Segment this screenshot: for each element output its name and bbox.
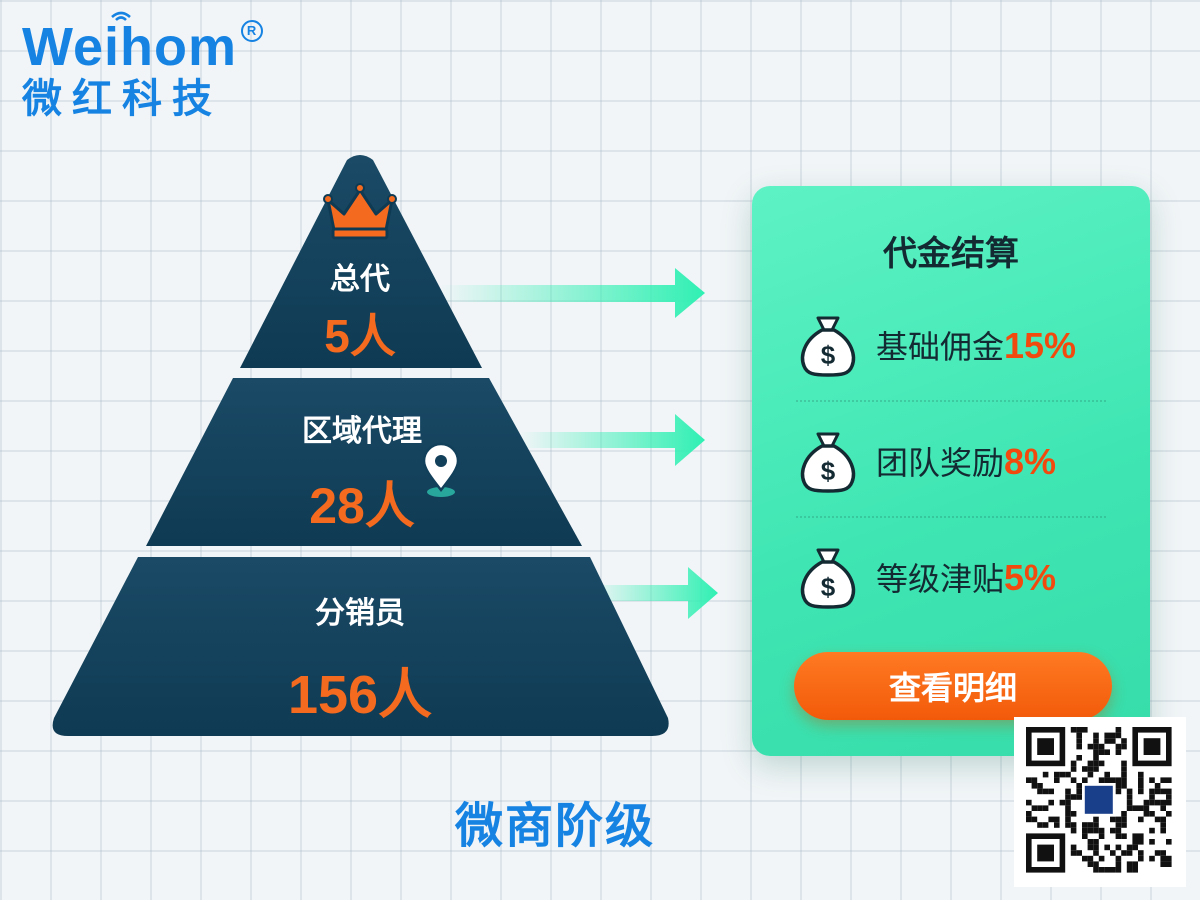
reward-item-base-commission: $ 基础佣金15% bbox=[798, 310, 1128, 380]
tier-arrow-2 bbox=[520, 414, 705, 466]
crown-icon bbox=[323, 183, 397, 240]
diagram-caption: 微商阶级 bbox=[454, 798, 655, 854]
tier-arrow-1 bbox=[440, 268, 705, 318]
reward-percent: 8% bbox=[1004, 441, 1057, 482]
reward-percent: 15% bbox=[1004, 325, 1077, 366]
reward-text: 等级津贴5% bbox=[876, 554, 1056, 600]
view-details-button[interactable]: 查看明细 bbox=[794, 652, 1112, 720]
reward-label: 等级津贴 bbox=[876, 560, 1005, 598]
pyramid-tier-middle bbox=[146, 378, 582, 546]
tier-count-bottom: 156人 bbox=[287, 665, 433, 725]
qr-code-icon bbox=[1026, 727, 1172, 873]
reward-percent: 5% bbox=[1004, 557, 1057, 598]
svg-text:$: $ bbox=[821, 572, 836, 602]
wifi-icon bbox=[111, 11, 131, 21]
svg-text:$: $ bbox=[821, 456, 836, 486]
pyramid-tier-top bbox=[240, 155, 482, 368]
money-bag-icon: $ bbox=[800, 432, 856, 493]
reward-item-team-bonus: $ 团队奖励8% bbox=[798, 426, 1128, 496]
tier-label-bottom: 分销员 bbox=[315, 596, 405, 631]
registered-mark: R bbox=[241, 20, 264, 42]
reward-label: 团队奖励 bbox=[876, 444, 1005, 482]
settlement-title: 代金结算 bbox=[883, 234, 1019, 274]
svg-text:$: $ bbox=[821, 340, 836, 370]
money-bag-icon: $ bbox=[800, 548, 856, 609]
settlement-card: 代金结算 $ 基础佣金15% $ 团队奖励8% $ 等级津贴5% bbox=[752, 186, 1150, 756]
reward-text: 团队奖励8% bbox=[876, 438, 1056, 484]
divider bbox=[796, 516, 1106, 518]
tier-count-top: 5人 bbox=[324, 310, 396, 362]
money-bag-icon: $ bbox=[800, 316, 856, 377]
location-pin-icon bbox=[422, 442, 460, 497]
tier-count-middle: 28人 bbox=[309, 478, 415, 534]
qr-code[interactable] bbox=[1014, 717, 1186, 887]
logo-chinese-text: 微红科技 bbox=[22, 76, 222, 122]
logo-wordmark: Weihom R bbox=[22, 11, 264, 77]
divider bbox=[796, 400, 1106, 402]
reward-text: 基础佣金15% bbox=[876, 322, 1076, 368]
tier-label-top: 总代 bbox=[330, 262, 390, 297]
reward-item-level-allowance: $ 等级津贴5% bbox=[798, 542, 1128, 612]
logo-english-text: Weihom bbox=[22, 17, 238, 77]
tier-arrow-3 bbox=[590, 567, 718, 619]
tier-label-middle: 区域代理 bbox=[302, 414, 422, 449]
reward-label: 基础佣金 bbox=[876, 328, 1005, 366]
pyramid-tier-bottom bbox=[52, 557, 669, 736]
brand-logo: Weihom R 微红科技 bbox=[22, 11, 292, 122]
